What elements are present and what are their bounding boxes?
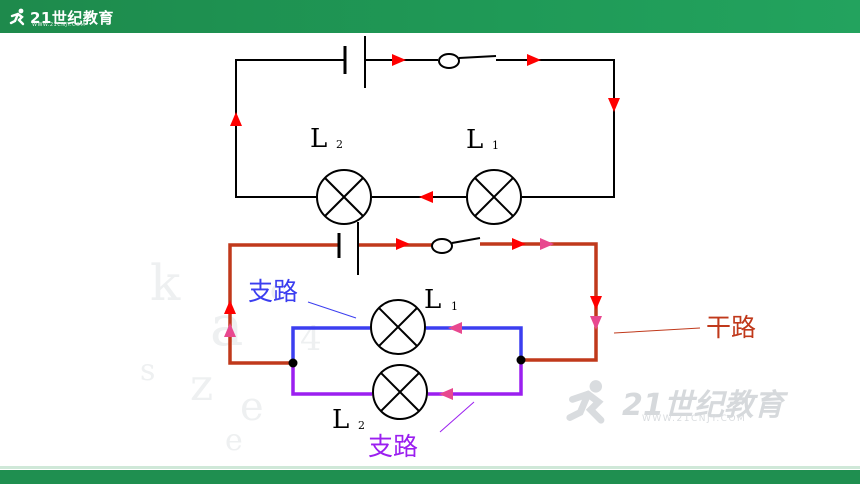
parallel-lamp-l1 (370, 299, 426, 355)
footer-accent-line (0, 466, 860, 469)
series-switch (438, 53, 460, 69)
series-circuit (235, 36, 615, 225)
footer-bar (0, 470, 860, 484)
junction-left (288, 358, 298, 368)
arrow-main-down-1 (590, 296, 602, 310)
junction-right (516, 355, 526, 365)
arrow-main-down-2 (590, 316, 602, 330)
series-lamp-l1 (466, 169, 522, 225)
runner-logo-icon (9, 8, 25, 26)
runner-watermark-icon (566, 380, 605, 424)
parallel-l2-label: L (332, 405, 349, 435)
parallel-current-arrows (224, 238, 602, 400)
arrow-main-right-2 (512, 238, 526, 250)
branch-bottom-label: 支路 (368, 432, 418, 461)
main-line-label: 干路 (706, 313, 756, 342)
logo-text: 21世纪教育 (30, 8, 114, 27)
logo-subtext: WWW.21CNJY.COM (32, 22, 86, 28)
parallel-lamp-l2 (372, 364, 428, 420)
branch-bottom-wire (291, 360, 523, 396)
parallel-l2-subscript: 2 (358, 419, 365, 432)
main-line-pointer (613, 327, 701, 334)
arrow-main-right-3 (540, 238, 554, 250)
watermark-text: 21世纪教育 (622, 388, 784, 423)
arrow-branch-top-left (448, 322, 462, 334)
arrow-left (419, 191, 433, 203)
series-l1-subscript: 1 (492, 139, 499, 152)
series-wire-right (496, 59, 615, 198)
series-l1-label: L (466, 125, 483, 155)
arrow-main-up-1 (224, 300, 236, 314)
series-wire (235, 59, 345, 198)
branch-top-label: 支路 (248, 277, 298, 306)
watermark: 21世纪教育 WWW.21CNJY.COM (560, 372, 820, 432)
series-l2-subscript: 2 (336, 138, 343, 151)
series-lamp-l2 (316, 169, 372, 225)
parallel-switch (431, 237, 481, 254)
series-current-arrows (230, 54, 620, 203)
parallel-l1-label: L (424, 285, 441, 315)
arrow-branch-bottom-left (439, 388, 453, 400)
arrow-main-up-2 (224, 323, 236, 337)
watermark-subtext: WWW.21CNJY.COM (642, 414, 747, 424)
arrow-main-right-1 (396, 238, 410, 250)
branch-top-pointer (307, 301, 357, 319)
series-switch-lever (458, 55, 497, 59)
parallel-l1-subscript: 1 (451, 300, 458, 313)
parallel-battery (337, 222, 359, 275)
arrow-right-2 (527, 54, 541, 66)
arrow-down (608, 98, 620, 112)
branch-bottom-pointer (439, 401, 475, 433)
logo: 21世纪教育 WWW.21CNJY.COM (8, 6, 114, 28)
series-l2-label: L (310, 124, 327, 154)
arrow-right-1 (392, 54, 406, 66)
header-bar (0, 0, 860, 33)
arrow-up (230, 112, 242, 126)
